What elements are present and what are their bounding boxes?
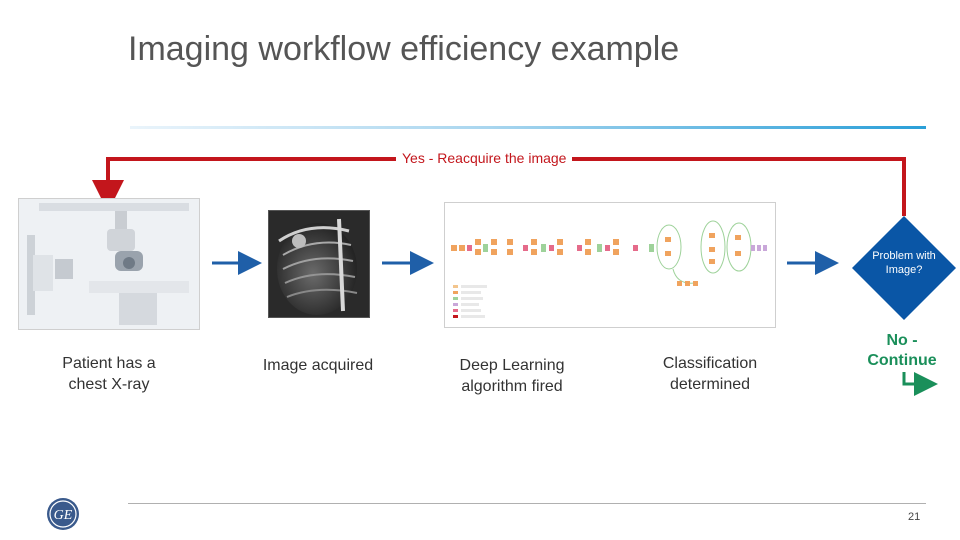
ge-logo: GE bbox=[47, 498, 79, 530]
slide-title: Imaging workflow efficiency example bbox=[128, 30, 680, 68]
step-label-deep-learning: Deep Learning algorithm fired bbox=[459, 357, 565, 395]
step-label-patient: Patient has a chest X-ray bbox=[62, 355, 156, 393]
no-continue-label: No - Continue bbox=[867, 332, 937, 369]
neural-network-diagram bbox=[444, 202, 776, 328]
decision-diamond bbox=[852, 216, 956, 320]
page-number: 21 bbox=[908, 511, 921, 523]
chest-xray-image bbox=[268, 210, 370, 318]
step-label-image-acquired: Image acquired bbox=[262, 357, 374, 374]
continue-arrow bbox=[902, 372, 938, 396]
feedback-loop-label: Yes - Reacquire the image bbox=[396, 147, 573, 169]
xray-machine-photo bbox=[18, 198, 200, 330]
footer-divider bbox=[128, 503, 926, 504]
decision-question: Problem with Image? bbox=[872, 250, 936, 276]
svg-text:GE: GE bbox=[54, 508, 73, 523]
title-underline bbox=[130, 126, 926, 129]
step-label-classification: Classification determined bbox=[662, 355, 758, 393]
